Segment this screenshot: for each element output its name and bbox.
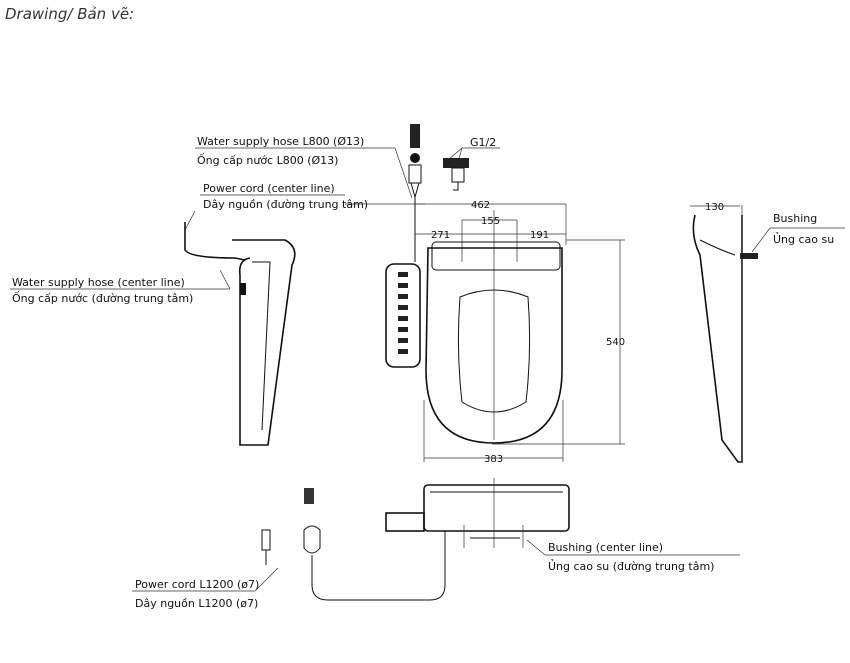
label-thread: G1/2 bbox=[470, 136, 496, 149]
label-bushing-center-vi: Ủng cao su (đường trung tâm) bbox=[548, 559, 714, 573]
label-bushing-center-en: Bushing (center line) bbox=[548, 541, 663, 554]
dim-left-offset: 271 bbox=[431, 230, 450, 241]
label-bushing-en: Bushing bbox=[773, 212, 817, 225]
label-bushing-vi: Ủng cao su bbox=[773, 232, 834, 246]
dim-length: 540 bbox=[606, 337, 625, 348]
plug-prong-icon bbox=[261, 529, 271, 551]
drawing-title: Drawing/ Bản vẽ: bbox=[5, 5, 135, 23]
label-water-hose-l800-vi: Ống cấp nước L800 (Ø13) bbox=[197, 153, 338, 167]
dim-bushing-spacing: 155 bbox=[481, 216, 500, 227]
dim-seat-width: 383 bbox=[484, 454, 503, 465]
label-water-hose-center-en: Water supply hose (center line) bbox=[12, 276, 185, 289]
label-water-hose-center-vi: Ống cấp nước (đường trung tâm) bbox=[12, 291, 193, 305]
dim-width-total: 462 bbox=[471, 200, 490, 211]
dim-depth: 130 bbox=[705, 202, 724, 213]
control-panel bbox=[385, 263, 421, 368]
dimension-lines bbox=[415, 203, 740, 462]
label-power-cord-center-en: Power cord (center line) bbox=[203, 182, 335, 195]
label-water-hose-l800-en: Water supply hose L800 (Ø13) bbox=[197, 135, 364, 148]
seat-side-view-left bbox=[184, 222, 296, 446]
label-power-cord-l1200-vi: Dây nguồn L1200 (ø7) bbox=[135, 597, 258, 610]
water-hose-fitting bbox=[408, 124, 422, 262]
seat-top-view bbox=[385, 241, 563, 444]
seat-side-view-right bbox=[692, 205, 758, 463]
dim-right-offset: 191 bbox=[530, 230, 549, 241]
leader-lines bbox=[10, 147, 845, 592]
valve-fitting bbox=[443, 158, 469, 191]
label-power-cord-l1200-en: Power cord L1200 (ø7) bbox=[135, 578, 259, 591]
power-plug-icon bbox=[303, 525, 321, 554]
label-power-cord-center-vi: Dây nguồn (đường trung tâm) bbox=[203, 198, 368, 211]
seat-rear-view bbox=[261, 478, 570, 601]
